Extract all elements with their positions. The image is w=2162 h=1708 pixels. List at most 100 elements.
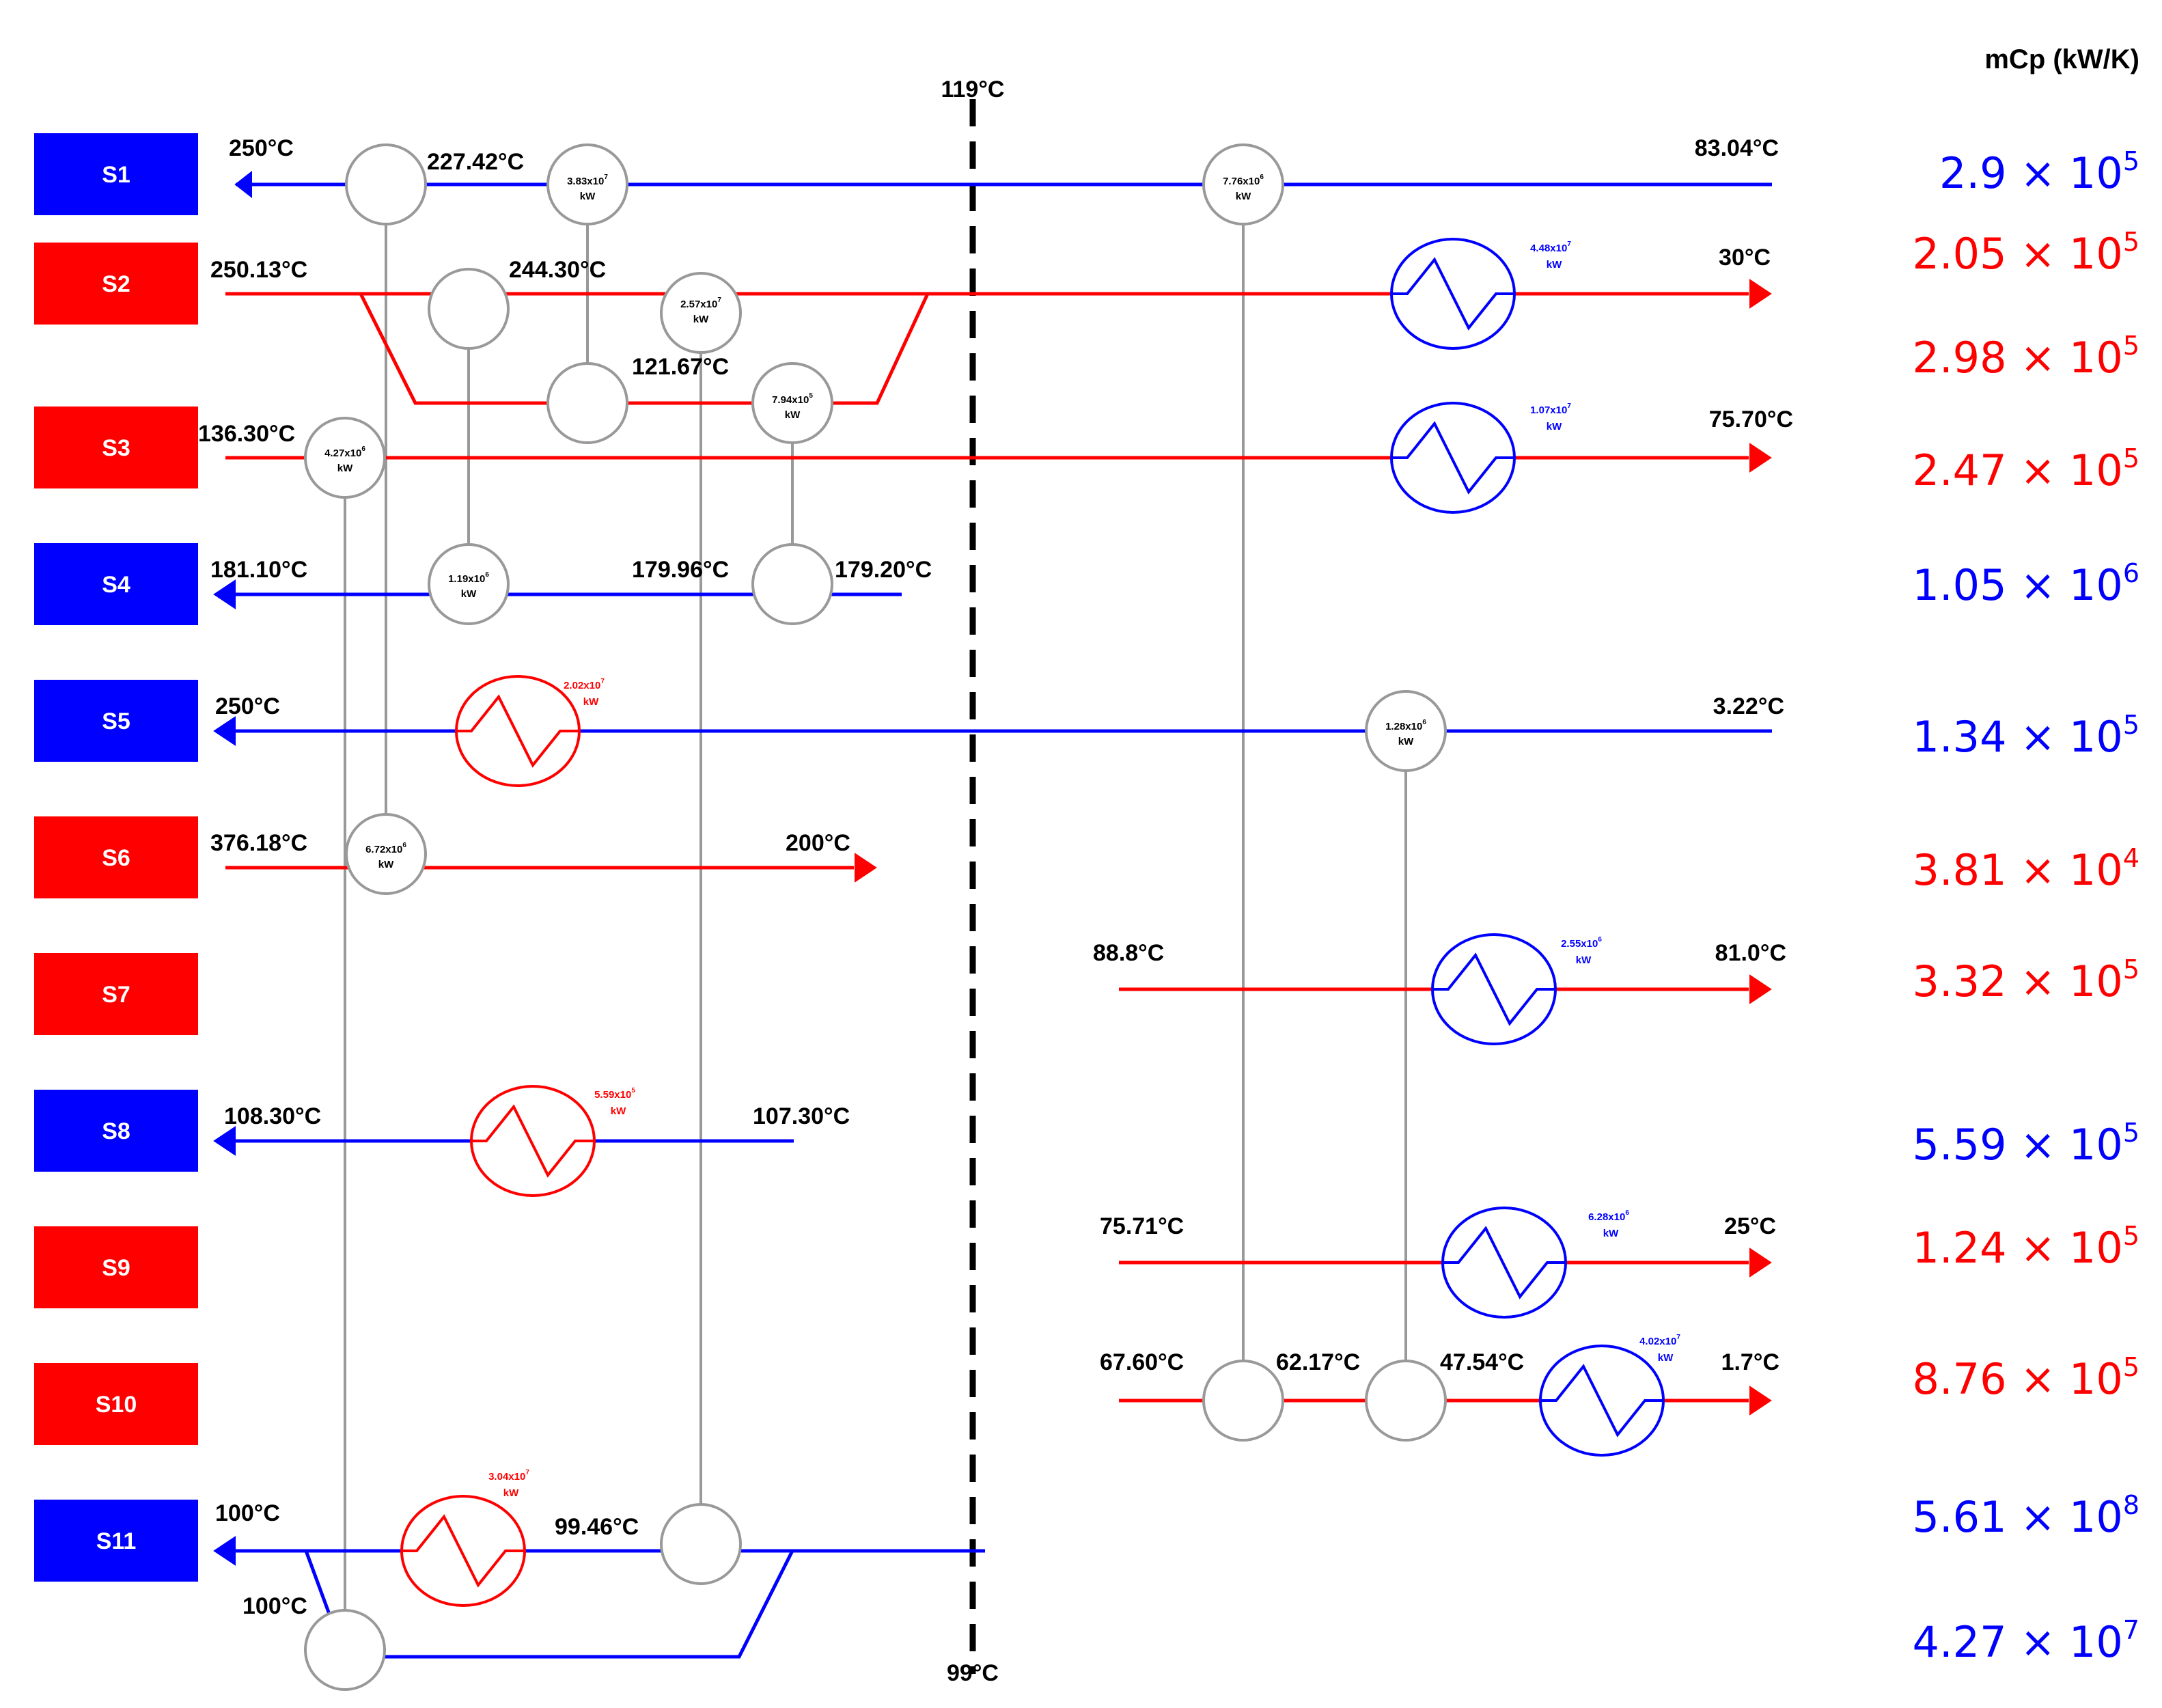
- svg-text:4.27x106: 4.27x106: [324, 445, 365, 459]
- c1-exp: 7: [1567, 240, 1571, 248]
- cooler-c1: 4.48x107 kW: [1390, 238, 1571, 350]
- stream-label-s9: S9: [102, 1255, 130, 1281]
- temp-s11-mid: 99.46°C: [555, 1514, 639, 1540]
- c5-unit: kW: [1658, 1352, 1674, 1364]
- stream-label-s10: S10: [96, 1392, 137, 1418]
- c2-unit: kW: [1547, 421, 1562, 432]
- h2-value: 5.59x10: [594, 1089, 631, 1101]
- exchanger-ex8: 6.72x106 kW: [345, 813, 427, 895]
- temp-s5-end: 3.22°C: [1713, 693, 1784, 719]
- stream-box-s6: [34, 816, 198, 898]
- ex5-exp: 6: [361, 445, 365, 453]
- ex4-unit: kW: [785, 409, 801, 421]
- svg-text:5.59x105: 5.59x105: [594, 1087, 635, 1101]
- mcp-header: mCp (kW/K): [1984, 44, 2139, 74]
- stream-label-s5: S5: [102, 708, 130, 734]
- arrow-s5: [213, 716, 236, 746]
- exchanger-ex3: 2.57x107 kW: [660, 272, 742, 354]
- temp-s8-end: 107.30°C: [753, 1103, 850, 1129]
- ex3-value: 2.57x10: [680, 299, 717, 310]
- arrow-s7: [1749, 974, 1772, 1004]
- temp-s7-start: 88.8°C: [1093, 940, 1164, 966]
- c2-value: 1.07x10: [1530, 404, 1567, 416]
- temp-s2-branch: 121.67°C: [632, 354, 729, 380]
- stream-box-s7: [34, 953, 198, 1035]
- temp-s4-mid: 179.96°C: [632, 557, 729, 583]
- temp-s3-end: 75.70°C: [1709, 407, 1793, 432]
- ex5-value: 4.27x10: [324, 447, 361, 459]
- cooler-c3: 2.55x106 kW: [1431, 933, 1602, 1045]
- ex6-unit: kW: [461, 588, 477, 600]
- arrow-s10: [1749, 1386, 1772, 1416]
- match-s2-branch-s1: [546, 362, 628, 444]
- match-s10-s5: [1365, 1360, 1447, 1442]
- zigzag-icon: [1432, 952, 1555, 1026]
- stream-label-s4: S4: [102, 572, 130, 598]
- exchanger-duties: 3.83x107 kW 7.76x106 kW 2.57x107 kW 7.94…: [304, 143, 1447, 895]
- stream-label-s3: S3: [102, 435, 130, 461]
- exchanger-ex7: 1.28x106 kW: [1365, 690, 1447, 772]
- svg-text:6.28x106: 6.28x106: [1588, 1209, 1629, 1223]
- temp-s2-start: 250.13°C: [210, 257, 307, 283]
- svg-text:6.72x106: 6.72x106: [365, 842, 406, 855]
- ex7-value: 1.28x10: [1385, 721, 1422, 732]
- temp-s10-end: 1.7°C: [1721, 1349, 1779, 1375]
- temp-s7-end: 81.0°C: [1715, 940, 1786, 966]
- mcp-value: 5.61 × 108: [1913, 1490, 2140, 1542]
- stream-box-s8: [34, 1090, 198, 1172]
- h1-unit: kW: [583, 696, 599, 708]
- temp-s10-mid1: 62.17°C: [1276, 1349, 1360, 1375]
- ex1-value: 3.83x10: [567, 176, 604, 187]
- zigzag-icon: [456, 694, 579, 768]
- stream-label-s6: S6: [102, 845, 130, 871]
- stream-box-s10: [34, 1363, 198, 1445]
- stream-split-s2: [359, 292, 930, 405]
- mcp-value: 2.05 × 105: [1913, 227, 2140, 279]
- mcp-value: 2.98 × 105: [1913, 331, 2140, 383]
- temp-s1-mid: 227.42°C: [427, 149, 524, 175]
- arrow-s11: [213, 1536, 236, 1566]
- c3-value: 2.55x10: [1561, 938, 1598, 950]
- zigzag-icon: [471, 1104, 594, 1178]
- svg-text:2.02x107: 2.02x107: [564, 678, 605, 691]
- c2-exp: 7: [1567, 402, 1571, 410]
- mcp-value: 8.76 × 105: [1913, 1352, 2140, 1404]
- mcp-value: 4.27 × 107: [1913, 1615, 2140, 1667]
- h3-unit: kW: [503, 1487, 519, 1499]
- temp-s3-start: 136.30°C: [198, 421, 295, 447]
- stream-box-s9: [34, 1226, 198, 1308]
- c1-unit: kW: [1547, 259, 1562, 271]
- ex7-unit: kW: [1398, 736, 1414, 747]
- h1-exp: 7: [600, 678, 605, 685]
- temp-s6-start: 376.18°C: [210, 830, 307, 856]
- temp-s5-start: 250°C: [215, 693, 280, 719]
- h1-value: 2.02x10: [564, 680, 600, 691]
- stream-label-s2: S2: [102, 271, 130, 297]
- svg-text:1.07x107: 1.07x107: [1530, 402, 1571, 416]
- h3-value: 3.04x10: [488, 1471, 525, 1483]
- exchanger-ex6: 1.19x106 kW: [428, 543, 510, 625]
- exchanger-ex4: 7.94x105 kW: [751, 362, 833, 444]
- mcp-value: 2.47 × 105: [1913, 443, 2140, 495]
- c5-value: 4.02x10: [1639, 1336, 1676, 1347]
- stream-box-s5: [34, 680, 198, 762]
- exchanger-ex1: 3.83x107 kW: [546, 143, 628, 225]
- match-s10-s1: [1202, 1360, 1284, 1442]
- svg-text:4.48x107: 4.48x107: [1530, 240, 1571, 254]
- mcp-value: 3.32 × 105: [1913, 954, 2140, 1006]
- temp-s10-start: 67.60°C: [1100, 1349, 1184, 1375]
- svg-text:3.83x107: 3.83x107: [567, 174, 608, 187]
- stream-box-s4: [34, 543, 198, 625]
- ex2-exp: 6: [1260, 174, 1264, 181]
- exchanger-ex2: 7.76x106 kW: [1202, 143, 1284, 225]
- temp-s11-branch: 100°C: [242, 1593, 307, 1619]
- temp-s4-start: 181.10°C: [210, 557, 307, 583]
- arrow-s1: [234, 170, 252, 199]
- ex1-unit: kW: [580, 191, 596, 202]
- pinch-bottom-label: 99°C: [947, 1660, 999, 1686]
- svg-text:7.94x105: 7.94x105: [772, 392, 813, 406]
- cooler-c5: 4.02x107 kW: [1539, 1334, 1680, 1457]
- ex4-value: 7.94x10: [772, 394, 809, 406]
- temp-s2-mid: 244.30°C: [509, 257, 606, 283]
- ex4-exp: 5: [809, 392, 813, 400]
